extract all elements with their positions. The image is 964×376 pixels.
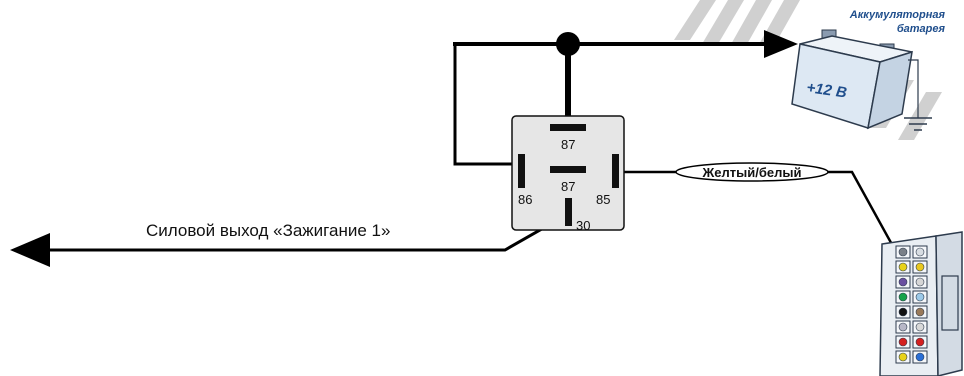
connector-pin	[898, 292, 908, 302]
connector-pin	[898, 277, 908, 287]
arrow-head-icon	[10, 233, 50, 267]
relay-pin-label: 85	[596, 192, 610, 207]
pin85-signal-wire	[618, 170, 897, 252]
stripe	[702, 0, 744, 44]
relay-pin-label: 87	[561, 137, 575, 152]
arrow-head-icon	[764, 30, 798, 58]
connector-pin	[898, 352, 908, 362]
connector-pin	[898, 307, 908, 317]
relay-pin-label: 30	[576, 218, 590, 233]
relay-pin-87-center-bar	[550, 166, 586, 173]
connector-pin	[898, 337, 908, 347]
connector-pins	[895, 245, 928, 364]
ground-wire	[908, 59, 919, 118]
stripe	[898, 92, 942, 140]
connector-pin	[915, 292, 925, 302]
connector-pin	[898, 262, 908, 272]
battery: Аккумуляторная батарея +12 В	[791, 9, 946, 131]
connector-pin	[915, 277, 925, 287]
connector-pin	[898, 247, 908, 257]
ground-symbol-icon	[904, 117, 932, 131]
battery-title-line2: батарея	[897, 23, 946, 35]
connector-pin	[915, 307, 925, 317]
connector	[879, 231, 963, 376]
battery-title-line1: Аккумуляторная	[849, 9, 946, 21]
pin86-loop-wire	[453, 42, 520, 166]
connector-pin	[915, 337, 925, 347]
relay-pin-86-bar	[518, 154, 525, 188]
relay-pin-label: 86	[518, 192, 532, 207]
battery-voltage: +12 В	[805, 79, 848, 101]
connector-pin	[915, 322, 925, 332]
wire-color-label: Желтый/белый	[702, 165, 802, 180]
wire-label-tag: Желтый/белый	[675, 162, 829, 182]
junction-dot	[556, 32, 580, 56]
connector-latch	[941, 275, 959, 331]
connector-pin	[915, 262, 925, 272]
relay-pin-label: 87	[561, 179, 575, 194]
wires	[46, 41, 897, 252]
relay-pin-30-bar	[565, 198, 572, 226]
connector-pin	[915, 247, 925, 257]
connector-side	[935, 231, 963, 376]
wire-label-outline	[675, 162, 829, 182]
relay-pin-85-bar	[612, 154, 619, 188]
connector-pin	[898, 322, 908, 332]
battery-side	[867, 50, 913, 130]
stripe	[730, 0, 772, 46]
output-label: Силовой выход «Зажигание 1»	[146, 221, 390, 240]
relay: 87 87 86 85 30	[511, 115, 625, 233]
relay-pin-87-top-bar	[550, 124, 586, 131]
stripe	[674, 0, 716, 40]
connector-pin	[915, 352, 925, 362]
